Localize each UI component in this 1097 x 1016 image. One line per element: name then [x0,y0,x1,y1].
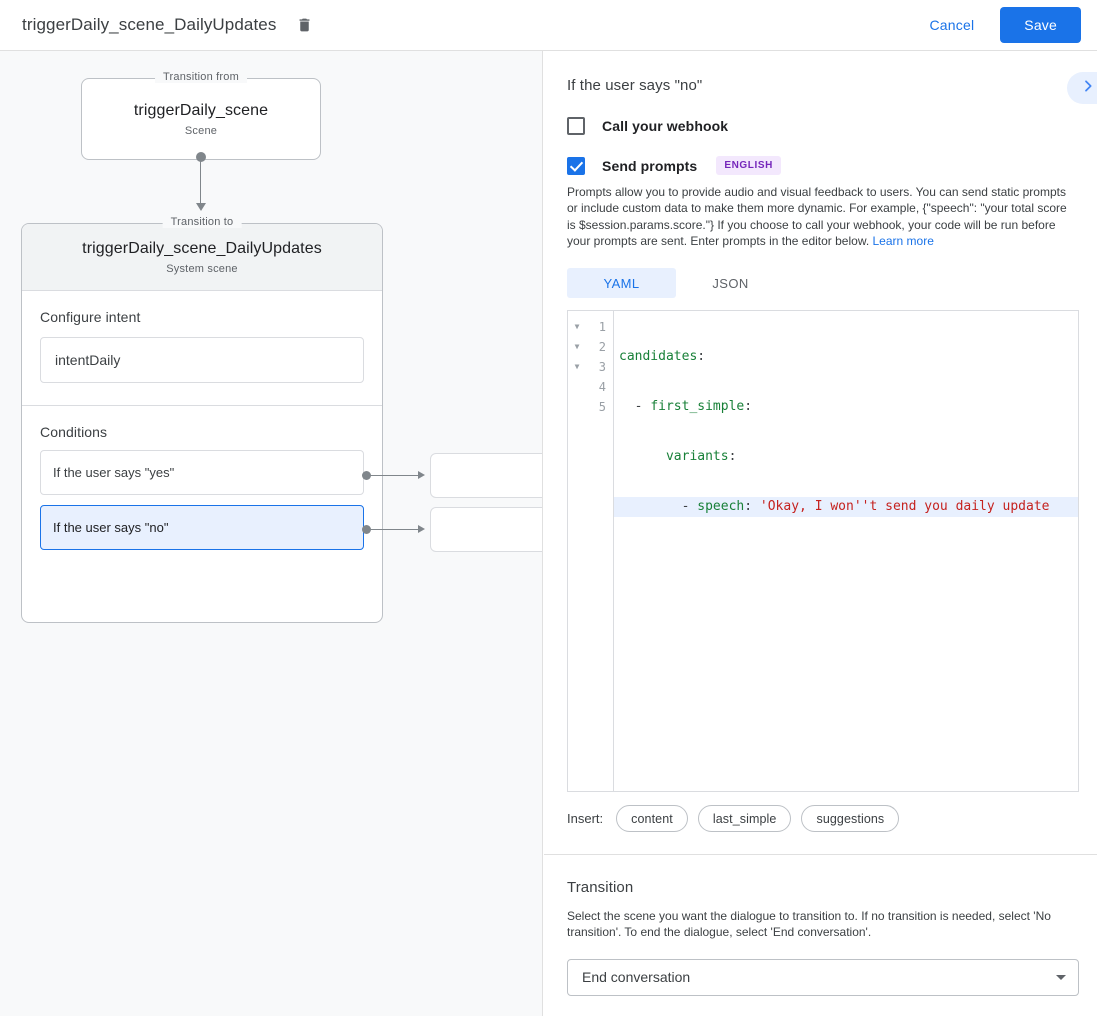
insert-chip-last-simple[interactable]: last_simple [697,805,792,833]
gutter-line: ▼2 [568,337,613,357]
condition-connector-line-no [370,529,420,530]
connector-dot [196,152,206,162]
code-line-2: - first_simple: [614,397,1078,417]
learn-more-link[interactable]: Learn more [872,233,934,248]
node-divider [22,405,382,406]
code-token-dash: - [681,499,698,515]
code-token-punc: : [697,349,706,365]
transition-to-node: Transition to triggerDaily_scene_DailyUp… [21,216,383,623]
chevron-down-icon [1056,974,1066,980]
cancel-button[interactable]: Cancel [920,9,985,41]
top-app-bar: triggerDaily_scene_DailyUpdates Cancel S… [0,0,1097,51]
editor-code-area[interactable]: candidates: - first_simple: variants: - … [614,311,1078,791]
condition-detail-pane: If the user says "no" Call your webhook … [544,51,1097,1016]
transition-from-node[interactable]: Transition from triggerDaily_scene Scene [81,71,321,160]
condition-connector-arrow-yes [418,471,425,479]
code-token-key: speech [697,499,745,515]
prompt-code-editor[interactable]: ▼1 ▼2 ▼3 4 5 candidates: - first_simple:… [567,310,1079,793]
transition-select-value: End conversation [582,969,691,986]
call-webhook-label: Call your webhook [602,118,729,134]
insert-chips-row: Insert: content last_simple suggestions [567,805,1097,833]
code-token-key: first_simple [650,399,745,415]
code-token-key: variants [665,449,729,465]
condition-row-no[interactable]: If the user says "no" [40,505,364,550]
code-line-5 [614,547,1078,567]
line-number: 2 [598,340,606,355]
section-divider [544,854,1097,856]
transition-section-title: Transition [567,879,634,897]
detail-panel-title: If the user says "no" [567,77,703,94]
line-number: 4 [598,380,606,395]
code-token-key: candidates [619,349,698,365]
code-line-1: candidates: [614,347,1078,367]
insert-label: Insert: [567,811,604,827]
gutter-line: 5 [568,397,613,417]
target-stub-yes[interactable] [430,453,542,498]
transition-to-subtitle: System scene [166,262,238,275]
code-token-punc: : [728,449,737,465]
chevron-right-icon [1080,78,1096,99]
webhook-checkbox-row[interactable]: Call your webhook [567,117,1097,135]
transition-section-description: Select the scene you want the dialogue t… [567,909,1051,940]
code-token-string: 'Okay, I won''t send you daily update [759,499,1050,515]
transition-to-header: triggerDaily_scene_DailyUpdates System s… [22,224,382,291]
transition-from-title: triggerDaily_scene [133,101,269,119]
fold-toggle-icon[interactable]: ▼ [574,362,580,372]
transition-to-legend: Transition to [162,216,242,228]
tab-yaml[interactable]: YAML [567,268,676,299]
insert-chip-suggestions[interactable]: suggestions [801,805,900,833]
call-webhook-checkbox[interactable] [567,117,585,135]
topbar-actions: Cancel Save [920,7,1081,43]
scene-graph-pane: Transition from triggerDaily_scene Scene… [0,51,543,1016]
condition-row-yes[interactable]: If the user says "yes" [40,450,364,495]
send-prompts-checkbox-row[interactable]: Send prompts ENGLISH [567,156,1097,175]
transition-from-legend: Transition from [155,71,247,83]
condition-connector-dot-no [362,525,371,534]
transition-from-subtitle: Scene [184,124,218,137]
intent-input[interactable]: intentDaily [40,337,364,383]
editor-gutter: ▼1 ▼2 ▼3 4 5 [568,311,614,792]
conditions-label: Conditions [40,424,108,440]
send-prompts-label: Send prompts [602,157,698,174]
line-number: 3 [598,360,606,375]
configure-intent-label: Configure intent [40,309,141,325]
code-token-punc: : [744,399,753,415]
condition-connector-dot-yes [362,471,371,480]
send-prompts-checkbox[interactable] [567,156,585,175]
save-button[interactable]: Save [1000,7,1081,43]
line-number: 5 [598,400,606,415]
fold-toggle-icon[interactable]: ▼ [574,342,580,352]
collapse-panel-button[interactable] [1067,72,1097,104]
insert-chip-content[interactable]: content [616,805,688,833]
gutter-line: ▼3 [568,357,613,377]
gutter-line: 4 [568,377,613,397]
condition-connector-arrow-no [418,525,425,533]
page-title: triggerDaily_scene_DailyUpdates [22,15,277,34]
code-token-punc: : [744,499,753,515]
connector-arrow-icon [196,203,206,211]
transition-select[interactable]: End conversation [567,958,1079,996]
trash-icon [296,16,313,34]
condition-connector-line-yes [370,475,420,476]
transition-to-title: triggerDaily_scene_DailyUpdates [82,239,322,257]
code-token-dash: - [634,399,651,415]
connector-line [200,157,201,205]
editor-format-tabs: YAML JSON [567,268,1097,299]
gutter-line: ▼1 [568,317,613,337]
code-line-3: variants: [614,447,1078,467]
line-number: 1 [598,320,606,335]
prompts-description-text: Prompts allow you to provide audio and v… [567,185,1067,248]
prompts-description: Prompts allow you to provide audio and v… [567,184,1074,249]
delete-button[interactable] [290,11,318,39]
language-badge: ENGLISH [716,156,781,175]
tab-json[interactable]: JSON [712,275,749,291]
target-stub-no[interactable] [430,507,542,552]
code-line-4: - speech: 'Okay, I won''t send you daily… [614,497,1078,518]
fold-toggle-icon[interactable]: ▼ [574,322,580,332]
